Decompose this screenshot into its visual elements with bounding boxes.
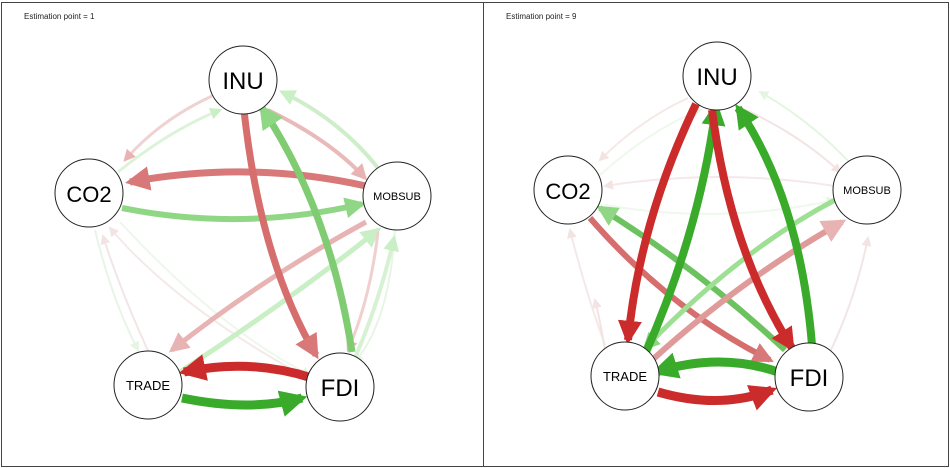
node-left-trade: TRADE	[113, 350, 183, 420]
edge-right-trade-inu	[642, 101, 726, 354]
edge-right-fdi-trade	[650, 352, 780, 379]
node-right-mobsub-label: MOBSUB	[843, 185, 891, 197]
node-right-inu: INU	[682, 41, 752, 111]
edge-right-mobsub-trade	[642, 197, 837, 351]
edge-left-mobsub-co2	[125, 166, 367, 191]
node-right-co2: CO2	[533, 155, 603, 225]
edge-left-trade-fdi	[181, 390, 308, 417]
edge-right-inu-fdi	[708, 109, 796, 353]
node-right-fdi-label: FDI	[790, 365, 829, 392]
edge-left-trade-mobsub	[178, 227, 382, 375]
node-left-fdi-label: FDI	[321, 375, 360, 402]
edge-left-co2-trade-faint	[94, 229, 139, 352]
right-edges	[567, 91, 872, 411]
edge-left-trade-co2-faint	[100, 234, 151, 356]
node-left-fdi: FDI	[305, 352, 375, 422]
edge-right-co2-fdi	[587, 216, 774, 363]
edge-left-fdi-co2-faint	[108, 226, 316, 383]
node-right-mobsub: MOBSUB	[832, 155, 902, 225]
edge-right-fdi-mobsub-faint	[829, 236, 872, 353]
panel-right-title: Estimation point = 9	[506, 12, 577, 21]
edge-right-fdi-co2	[596, 205, 788, 353]
edge-right-trade-co2-pink	[592, 298, 606, 351]
edge-right-inu-co2-faint	[598, 97, 689, 162]
edge-right-mobsub-inu-faint	[758, 91, 853, 166]
node-right-trade: TRADE	[590, 341, 660, 411]
node-left-co2: CO2	[54, 158, 124, 228]
node-left-co2-label: CO2	[66, 182, 111, 207]
edge-left-mobsub-trade	[168, 219, 368, 353]
edge-right-co2-mobsub-faint	[604, 196, 837, 215]
edge-left-fdi-trade	[178, 354, 314, 383]
node-right-fdi: FDI	[774, 342, 844, 412]
edge-left-fdi-mobsub	[353, 234, 399, 359]
node-right-trade-label: TRADE	[603, 369, 647, 384]
left-edges	[94, 90, 399, 417]
edge-left-inu-co2	[123, 94, 213, 162]
edge-right-inu-trade	[617, 102, 700, 345]
edge-left-fdi-inu	[259, 103, 356, 353]
panel-left-title: Estimation point = 1	[24, 12, 95, 21]
node-left-mobsub-label: MOBSUB	[373, 191, 421, 203]
node-right-co2-label: CO2	[545, 179, 590, 204]
edge-right-fdi-inu	[734, 104, 816, 346]
node-left-trade-label: TRADE	[126, 378, 170, 393]
node-right-inu-label: INU	[696, 64, 737, 91]
right-nodes: INU CO2 MOBSUB TRADE FDI	[533, 41, 902, 412]
node-left-inu: INU	[208, 45, 278, 115]
edge-right-trade-fdi	[656, 385, 778, 411]
node-left-inu-label: INU	[222, 68, 263, 95]
node-left-mobsub: MOBSUB	[362, 161, 432, 231]
edge-left-co2-mobsub	[121, 197, 367, 223]
edge-right-trade-mobsub	[647, 219, 847, 365]
edge-left-inu-fdi	[240, 109, 320, 360]
edge-left-co2-inu	[117, 107, 223, 174]
left-nodes: INU CO2 MOBSUB TRADE FDI	[54, 45, 432, 422]
panel-right-frame	[483, 2, 949, 467]
edge-right-trade-co2-faint	[567, 228, 606, 346]
edge-left-mobsub-inu	[279, 90, 380, 170]
